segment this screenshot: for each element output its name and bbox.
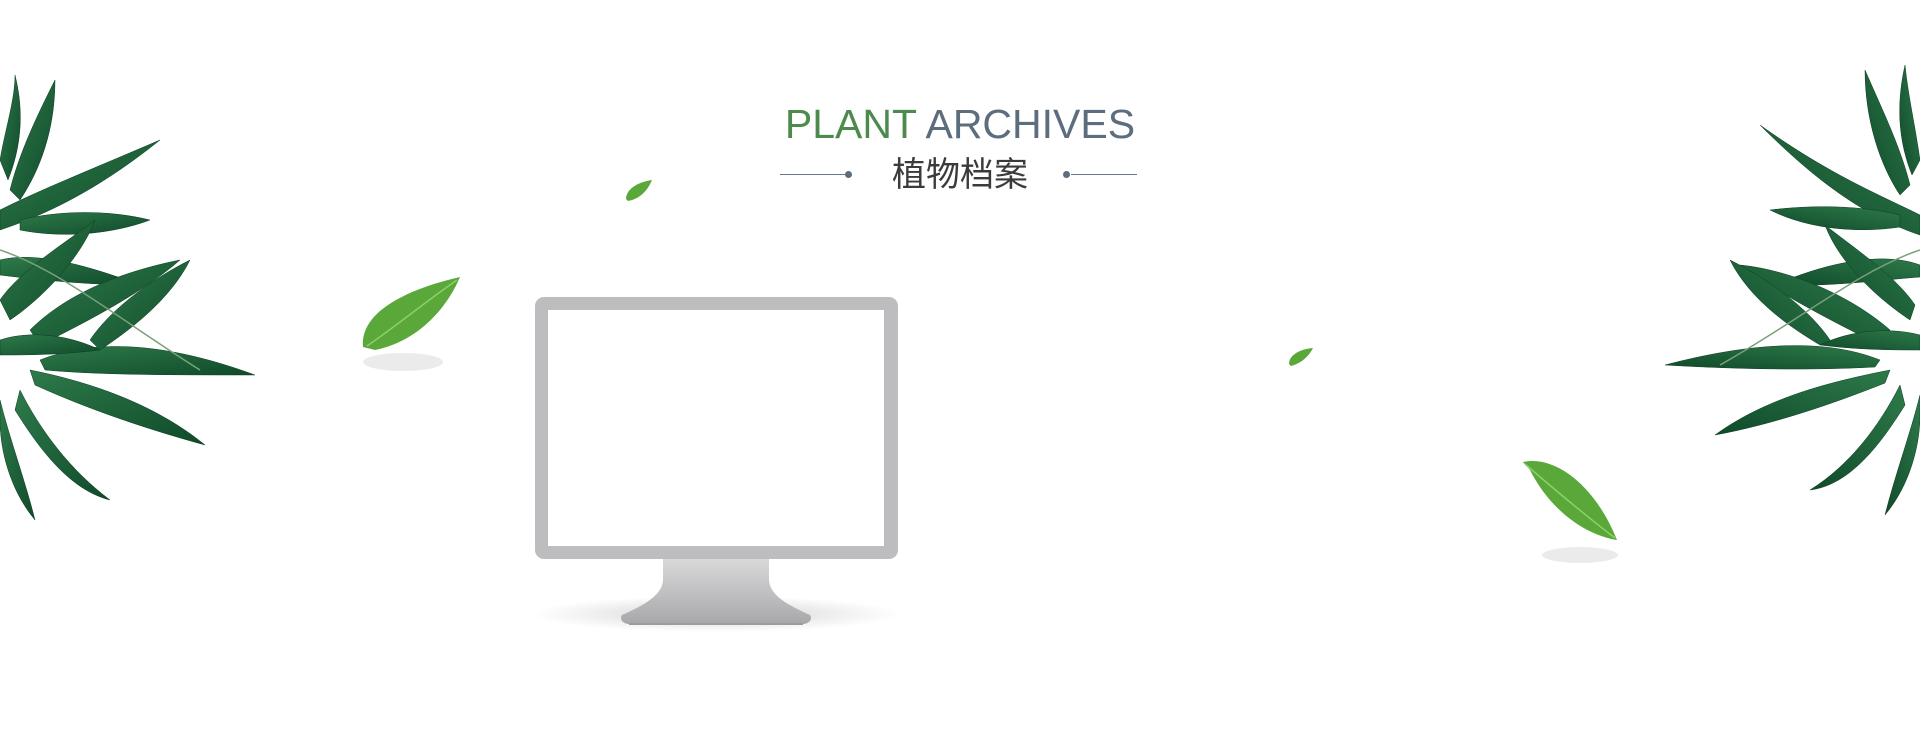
- subtitle-dot-right: [1063, 171, 1070, 178]
- subtitle-divider-left: [780, 174, 846, 175]
- title-word-archives: ARCHIVES: [925, 101, 1136, 147]
- title-word-plant: PLANT: [784, 101, 917, 147]
- floating-leaf-small-icon: [626, 180, 652, 201]
- page-heading: PLANT ARCHIVES 植物档案: [760, 100, 1160, 194]
- monitor-illustration: [531, 297, 901, 632]
- monitor-icon: [531, 297, 901, 632]
- foliage-left-icon: [0, 74, 256, 521]
- subtitle-row: 植物档案: [760, 152, 1160, 195]
- floating-leaf-tiny-icon: [1289, 348, 1313, 366]
- page-title: PLANT ARCHIVES: [760, 100, 1160, 148]
- foliage-right-icon: [1664, 65, 1920, 516]
- page-subtitle: 植物档案: [892, 155, 1028, 195]
- floating-leaf-right-icon: [1523, 460, 1618, 563]
- subtitle-divider-right: [1071, 174, 1137, 175]
- floating-leaf-large-icon: [362, 277, 460, 371]
- subtitle-dot-left: [845, 171, 852, 178]
